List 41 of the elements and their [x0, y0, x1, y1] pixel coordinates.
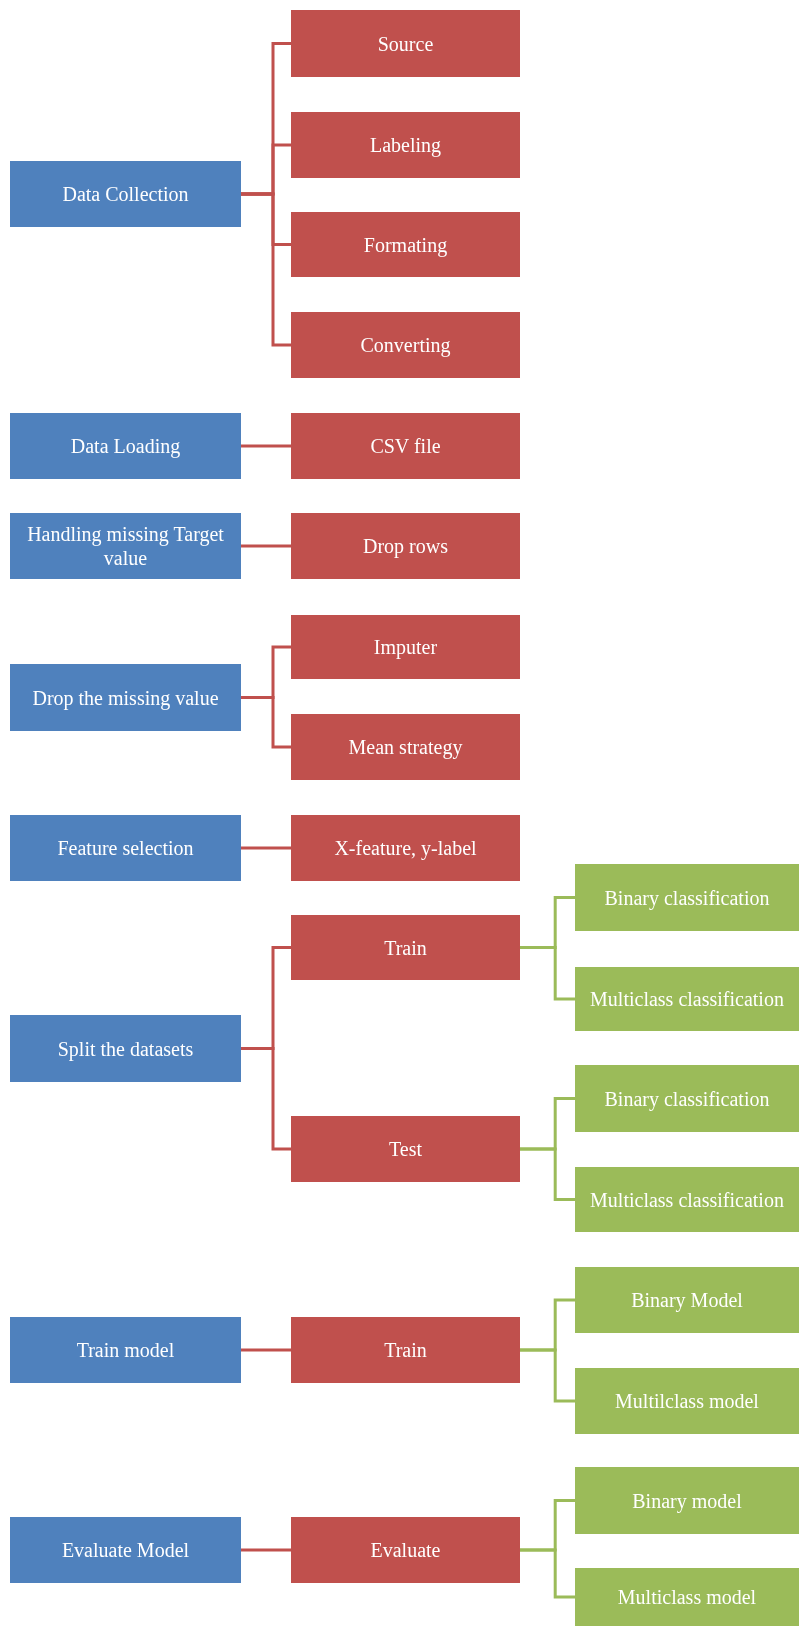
process-box: Evaluate Model [10, 1517, 241, 1583]
process-box: Handling missing Target value [10, 513, 241, 579]
connector-line [520, 1348, 575, 1403]
connector-line [241, 192, 291, 347]
connector-line [241, 544, 291, 548]
connector-line [241, 1348, 291, 1352]
process-box: Feature selection [10, 815, 241, 881]
step-box: Mean strategy [291, 714, 520, 780]
result-box: Binary Model [575, 1267, 799, 1333]
process-box: Drop the missing value [10, 664, 241, 731]
step-box: Drop rows [291, 513, 520, 579]
step-box: Source [291, 10, 520, 77]
process-box: Data Loading [10, 413, 241, 479]
process-box: Split the datasets [10, 1015, 241, 1082]
connector-line [241, 846, 291, 850]
connector-line [241, 696, 291, 749]
result-box: Binary classification [575, 864, 799, 931]
connector-line [520, 1548, 575, 1599]
step-box: Imputer [291, 615, 520, 679]
step-box: Evaluate [291, 1517, 520, 1583]
connector-line [520, 946, 575, 1001]
step-box: Train [291, 1317, 520, 1383]
connector-line [241, 1548, 291, 1552]
step-box: Test [291, 1116, 520, 1182]
connector-line [241, 444, 291, 448]
process-box: Data Collection [10, 161, 241, 227]
process-box: Train model [10, 1317, 241, 1383]
result-box: Multiclass classification [575, 1167, 799, 1232]
result-box: Binary model [575, 1467, 799, 1534]
step-box: Formating [291, 212, 520, 277]
result-box: Multiclass classification [575, 967, 799, 1031]
connector-line [520, 1147, 575, 1201]
step-box: X-feature, y-label [291, 815, 520, 881]
result-box: Multilclass model [575, 1368, 799, 1434]
step-box: CSV file [291, 413, 520, 479]
step-box: Train [291, 915, 520, 980]
step-box: Labeling [291, 112, 520, 178]
result-box: Binary classification [575, 1065, 799, 1132]
connector-line [241, 1047, 291, 1151]
result-box: Multiclass model [575, 1568, 799, 1626]
step-box: Converting [291, 312, 520, 378]
